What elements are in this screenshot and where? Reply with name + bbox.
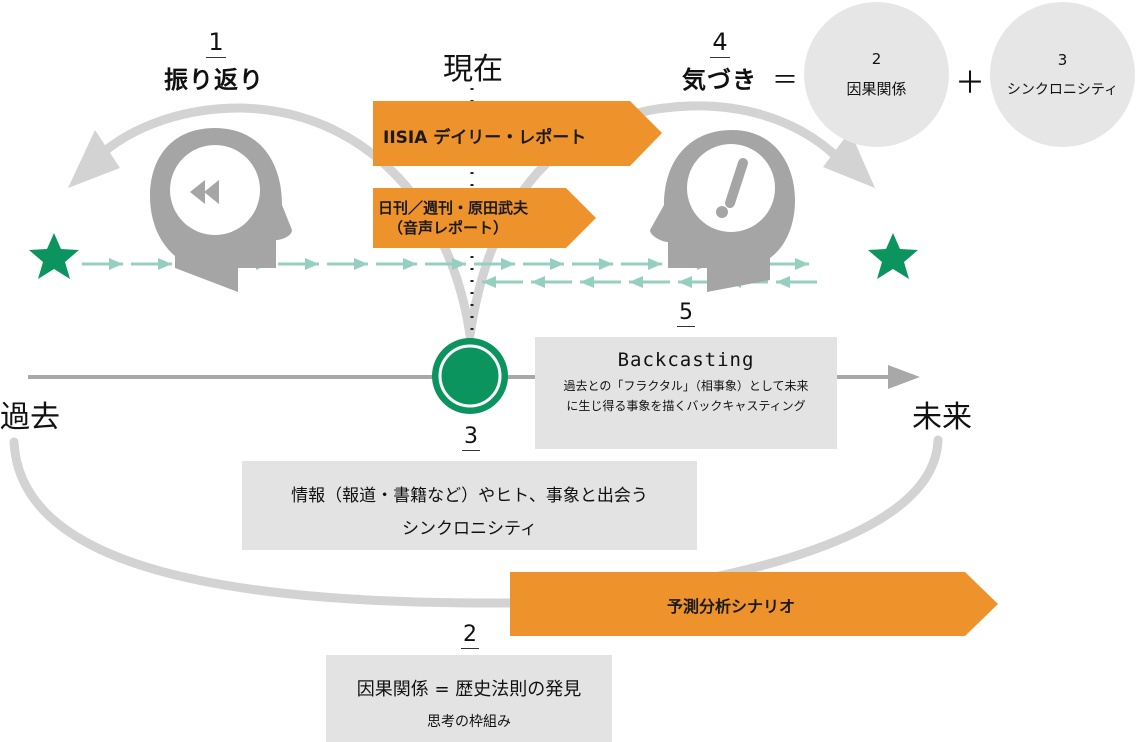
causality-circle-number: 2 (871, 50, 882, 68)
right-arrow-icon (354, 258, 368, 270)
right-arrow-icon (648, 258, 662, 270)
backward-arrow-row (482, 276, 817, 288)
right-arrow-icon (501, 258, 515, 270)
present-marker-icon[interactable] (432, 338, 508, 414)
weekly-report-line2: （音声レポート） (388, 219, 509, 237)
timeline-arrowhead (888, 365, 920, 389)
right-arrow-icon (452, 258, 466, 270)
backcasting-line1: 過去との「フラクタル」（相事象）として未来 (563, 379, 809, 393)
backcasting-title: Backcasting (617, 349, 755, 371)
weekly-report-label: 日刊／週刊・原田武夫 （音声レポート） (378, 198, 528, 238)
right-arrow-icon (403, 258, 417, 270)
scenario-label: 予測分析シナリオ (667, 597, 796, 616)
section4-number: 4 (710, 28, 730, 58)
synchronicity-line2: シンクロニシティ (402, 519, 537, 539)
synchronicity-line1: 情報（報道・書籍など）やヒト、事象と出会う (291, 486, 648, 506)
scenario-arrow (510, 572, 998, 636)
bottom-arc (9, 435, 943, 608)
rewind-head-icon (150, 128, 292, 292)
future-star-icon (868, 233, 918, 279)
synchronicity-box: 情報（報道・書籍など）やヒト、事象と出会う シンクロニシティ (242, 461, 697, 550)
right-arrow-icon (599, 258, 613, 270)
left-arrow-icon (482, 276, 496, 288)
backcasting-line2: に生じ得る事象を描くバックキャスティング (566, 399, 806, 413)
section1-title: 振り返り (164, 66, 264, 94)
left-arrow-icon (580, 276, 594, 288)
causality-subtitle: 思考の枠組み (427, 714, 511, 730)
section1-number: 1 (206, 28, 226, 58)
past-star-icon (29, 233, 79, 279)
past-label: 過去 (0, 400, 60, 435)
left-arrow-icon (531, 276, 545, 288)
plus-sign: ＋ (955, 66, 985, 101)
exclamation-head-icon (650, 130, 795, 292)
future-label: 未来 (912, 400, 972, 435)
causality-box: 因果関係 = 歴史法則の発見 思考の枠組み (326, 655, 612, 742)
causality-circle: 2 因果関係 (804, 2, 949, 147)
causality-circle-label: 因果関係 (846, 80, 907, 98)
left-arrow-icon (678, 276, 692, 288)
section2-number: 2 (461, 622, 479, 649)
equals-sign: ＝ (772, 66, 799, 96)
right-arrow-icon (305, 258, 319, 270)
daily-report-arrow (373, 101, 662, 166)
left-arrow-icon (776, 276, 790, 288)
causality-title: 因果関係 = 歴史法則の発見 (356, 679, 582, 700)
synchronicity-circle-label: シンクロニシティ (1006, 81, 1119, 98)
daily-report-label: IISIA デイリー・レポート (383, 128, 587, 148)
right-arrow-icon (795, 258, 809, 270)
section4-title: 気づき (682, 66, 757, 94)
section5-number: 5 (677, 300, 695, 327)
backcasting-box: Backcasting 過去との「フラクタル」（相事象）として未来 に生じ得る事… (535, 337, 837, 449)
present-label: 現在 (443, 52, 503, 87)
synchronicity-circle-number: 3 (1057, 50, 1068, 69)
synchronicity-circle: 3 シンクロニシティ (990, 2, 1135, 147)
right-arrow-icon (109, 258, 123, 270)
weekly-report-line1: 日刊／週刊・原田武夫 (378, 199, 529, 217)
section3-number: 3 (462, 424, 480, 451)
weekly-report-arrow (373, 188, 596, 248)
reflection-arrowhead (68, 130, 120, 188)
left-arrow-icon (629, 276, 643, 288)
right-arrow-icon (158, 258, 172, 270)
right-arrow-icon (550, 258, 564, 270)
awareness-arrowhead (823, 131, 875, 188)
